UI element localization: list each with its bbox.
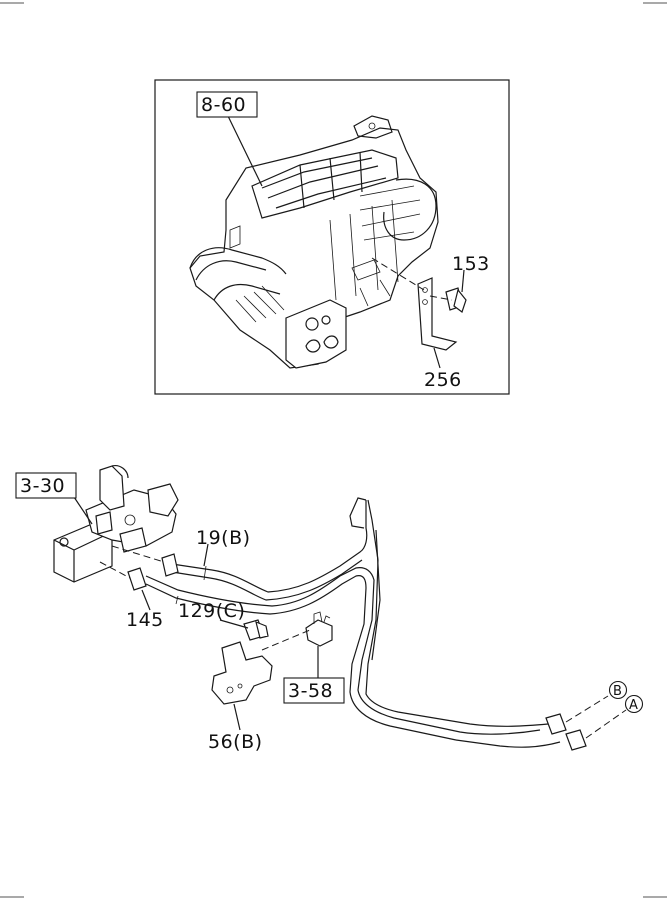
callout-8-60-label: 8-60 xyxy=(201,94,246,116)
callout-connector-a[interactable]: A xyxy=(624,694,644,714)
callout-129c[interactable]: 129(C) xyxy=(178,600,245,622)
hose-145-drawing[interactable] xyxy=(127,499,561,748)
callout-8-60[interactable]: 8-60 xyxy=(196,91,258,118)
callout-3-30[interactable]: 3-30 xyxy=(15,472,77,499)
heater-valve-drawing[interactable] xyxy=(53,465,179,583)
callout-145[interactable]: 145 xyxy=(126,609,164,631)
heater-unit-drawing[interactable] xyxy=(189,115,439,369)
callout-19b[interactable]: 19(B) xyxy=(196,527,251,549)
callout-3-30-label: 3-30 xyxy=(20,475,65,497)
bracket-56b-drawing[interactable] xyxy=(211,641,273,705)
callout-153[interactable]: 153 xyxy=(452,253,490,275)
callout-3-58[interactable]: 3-58 xyxy=(283,677,345,704)
callout-connector-b[interactable]: B xyxy=(608,680,628,700)
callout-connector-b-label: B xyxy=(613,684,622,699)
hose-19b-drawing[interactable] xyxy=(161,497,368,601)
lower-leaders xyxy=(73,496,627,739)
connector-b-fitting[interactable] xyxy=(545,713,567,735)
connector-a-fitting[interactable] xyxy=(565,729,587,751)
callout-3-58-label: 3-58 xyxy=(288,680,333,702)
upper-leaders xyxy=(227,115,465,369)
heater-unit-frame xyxy=(154,79,510,395)
bolt-153-drawing[interactable] xyxy=(445,287,467,313)
callout-56b[interactable]: 56(B) xyxy=(208,731,263,753)
callout-256[interactable]: 256 xyxy=(424,369,462,391)
callout-connector-a-label: A xyxy=(629,698,638,713)
bracket-256-drawing[interactable] xyxy=(417,277,458,351)
bolt-129c-drawing[interactable] xyxy=(243,619,269,641)
clip-3-58-drawing[interactable] xyxy=(305,611,333,647)
